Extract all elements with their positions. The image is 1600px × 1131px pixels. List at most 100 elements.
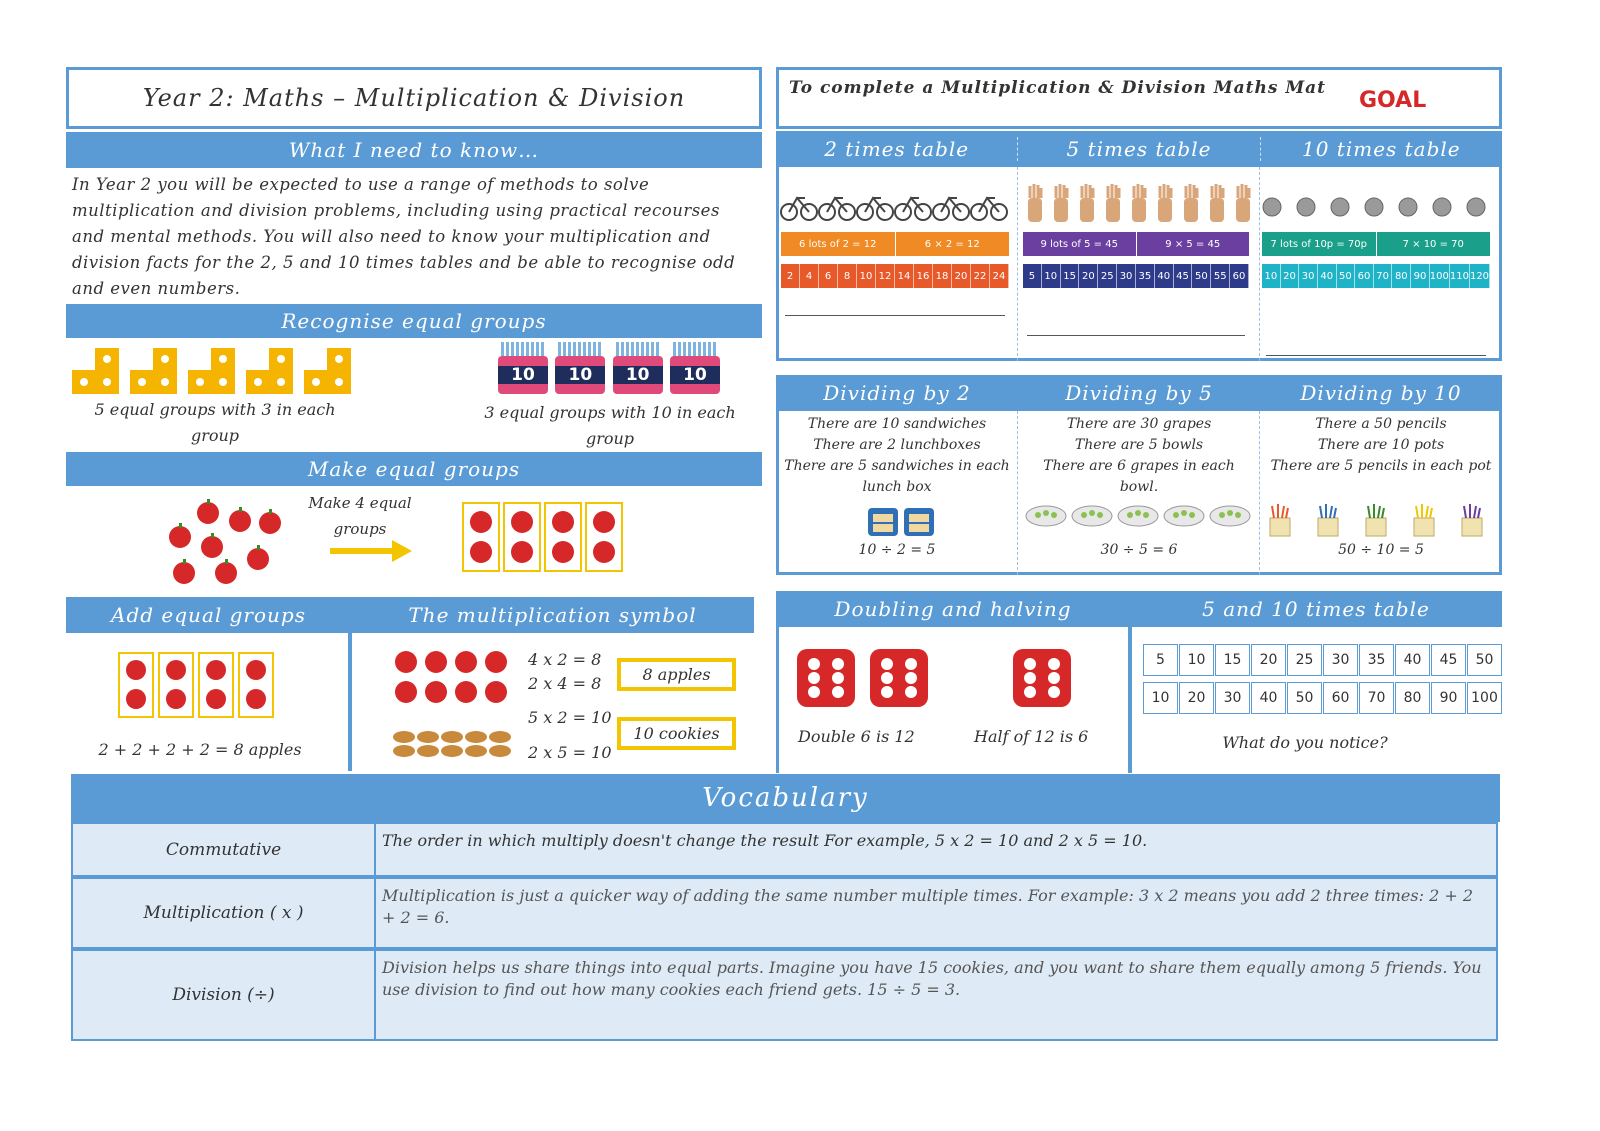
vocab-def-multiplication: Multiplication is just a quicker way of … bbox=[374, 877, 1498, 949]
symbol-eq4: 2 x 5 = 10 bbox=[528, 743, 612, 762]
symbol-eq2: 2 x 4 = 8 bbox=[528, 674, 602, 693]
t2-strip-number: 4 bbox=[800, 264, 819, 288]
t2-strip-number: 24 bbox=[990, 264, 1009, 288]
d10-heading: Dividing by 10 bbox=[1300, 381, 1462, 405]
d5-eq: 30 ÷ 5 = 6 bbox=[1100, 542, 1178, 558]
cake-icon: 10 bbox=[612, 342, 663, 394]
times-cell: 100 bbox=[1467, 682, 1502, 714]
t10-strip-number: 90 bbox=[1411, 264, 1430, 288]
times-cell: 70 bbox=[1359, 682, 1394, 714]
times-cell: 5 bbox=[1143, 644, 1178, 676]
t10-strip-number: 30 bbox=[1299, 264, 1318, 288]
t5-strip-number: 20 bbox=[1079, 264, 1099, 288]
t2-strip-number: 12 bbox=[876, 264, 895, 288]
d2-line: There are 5 sandwiches in each lunch box bbox=[784, 458, 1010, 495]
page-title: Year 2: Maths – Multiplication & Divisio… bbox=[142, 84, 686, 112]
div-divider-2 bbox=[1259, 411, 1260, 575]
t2-strip-number: 2 bbox=[781, 264, 800, 288]
d10-text: There a 50 pencils There are 10 pots The… bbox=[1266, 414, 1496, 477]
title-box: Year 2: Maths – Multiplication & Divisio… bbox=[66, 67, 762, 129]
t10-bar: 7 lots of 10p = 70p 7 × 10 = 70 bbox=[1262, 232, 1490, 256]
goal-logo: GOAL bbox=[1359, 88, 1427, 113]
vocab-def-division: Division helps us share things into equa… bbox=[374, 949, 1498, 1041]
times-cell: 60 bbox=[1323, 682, 1358, 714]
five-ten-heading: 5 and 10 times table bbox=[1130, 591, 1502, 627]
vocab-term-multiplication: Multiplication ( x ) bbox=[71, 877, 376, 949]
t10-numberline bbox=[1266, 336, 1486, 356]
t2-strip-number: 10 bbox=[857, 264, 876, 288]
times-cell: 50 bbox=[1287, 682, 1322, 714]
symbol-cookies bbox=[393, 731, 511, 757]
t2-strip-number: 14 bbox=[895, 264, 914, 288]
t10-strip-number: 60 bbox=[1355, 264, 1374, 288]
vocab-term-division: Division (÷) bbox=[71, 949, 376, 1041]
t5-strip-number: 60 bbox=[1230, 264, 1249, 288]
t2-bar: 6 lots of 2 = 12 6 × 2 = 12 bbox=[781, 232, 1009, 256]
times-cell: 10 bbox=[1179, 644, 1214, 676]
t5-strip-number: 50 bbox=[1192, 264, 1212, 288]
t5-bar: 9 lots of 5 = 45 9 × 5 = 45 bbox=[1023, 232, 1249, 256]
times-cell: 15 bbox=[1215, 644, 1250, 676]
t2-strip-number: 20 bbox=[952, 264, 971, 288]
cake-icon: 10 bbox=[555, 342, 606, 394]
d2-heading: Dividing by 2 bbox=[823, 381, 971, 405]
times-cell: 45 bbox=[1431, 644, 1466, 676]
t10-strip-number: 70 bbox=[1374, 264, 1393, 288]
t2-left: 6 lots of 2 = 12 bbox=[781, 232, 896, 256]
times-cell: 30 bbox=[1323, 644, 1358, 676]
arrow-right-icon bbox=[330, 540, 412, 562]
coins bbox=[1262, 197, 1486, 217]
times-tables-header: 2 times table 5 times table 10 times tab… bbox=[776, 131, 1502, 167]
symbol-box-apples: 8 apples bbox=[617, 658, 736, 691]
t5-strip-number: 40 bbox=[1155, 264, 1174, 288]
d10-line: There a 50 pencils bbox=[1315, 416, 1447, 432]
t5-strip-number: 30 bbox=[1117, 264, 1136, 288]
hands bbox=[1028, 184, 1251, 222]
loose-apples bbox=[169, 499, 281, 584]
times-cell: 40 bbox=[1395, 644, 1430, 676]
recognise-caption-right: 3 equal groups with 10 in each group bbox=[484, 403, 736, 448]
doubling-left-border bbox=[776, 627, 779, 773]
d5-text: There are 30 grapes There are 5 bowls Th… bbox=[1024, 414, 1254, 498]
d5-line: There are 30 grapes bbox=[1066, 416, 1212, 432]
t5-strip-number: 25 bbox=[1098, 264, 1118, 288]
t5-numberline bbox=[1027, 316, 1245, 336]
times-cell: 50 bbox=[1467, 644, 1502, 676]
cake-icon: 10 bbox=[669, 342, 720, 394]
d10-eq: 50 ÷ 10 = 5 bbox=[1338, 542, 1424, 558]
recognise-caption-left: 5 equal groups with 3 in each group bbox=[94, 400, 336, 445]
t2-strip-number: 22 bbox=[971, 264, 990, 288]
d5-line: There are 5 bowls bbox=[1074, 437, 1204, 453]
t10-strip-number: 20 bbox=[1281, 264, 1300, 288]
tables-divider-2 bbox=[1259, 167, 1260, 361]
symbol-apples bbox=[395, 651, 507, 703]
t5-left: 9 lots of 5 = 45 bbox=[1023, 232, 1137, 256]
symbol-box-cookies: 10 cookies bbox=[617, 717, 736, 750]
t5-strip-number: 10 bbox=[1042, 264, 1061, 288]
div-divider-1 bbox=[1017, 411, 1018, 575]
symbol-eq3: 5 x 2 = 10 bbox=[528, 708, 612, 727]
make-heading: Make equal groups bbox=[66, 452, 762, 486]
vocab-heading: Vocabulary bbox=[71, 774, 1500, 822]
t5-strip-number: 15 bbox=[1061, 264, 1080, 288]
t10-strip-number: 10 bbox=[1262, 264, 1281, 288]
t2-strip-number: 6 bbox=[819, 264, 838, 288]
dividing-header: Dividing by 2 Dividing by 5 Dividing by … bbox=[776, 375, 1502, 411]
add-border bbox=[348, 633, 352, 771]
t2-strip-number: 8 bbox=[838, 264, 857, 288]
d2-eq: 10 ÷ 2 = 5 bbox=[858, 542, 936, 558]
t10-strip-number: 50 bbox=[1337, 264, 1356, 288]
t5-strip-number: 35 bbox=[1136, 264, 1155, 288]
t5-right: 9 × 5 = 45 bbox=[1165, 238, 1221, 250]
t2-strip-number: 16 bbox=[914, 264, 933, 288]
add-sum: 2 + 2 + 2 + 2 = 8 apples bbox=[98, 740, 302, 759]
goal-box: To complete a Multiplication & Division … bbox=[776, 67, 1502, 129]
times-cell: 30 bbox=[1215, 682, 1250, 714]
t2-numberline bbox=[785, 296, 1005, 316]
t10-right: 7 × 10 = 70 bbox=[1402, 238, 1464, 250]
t10-strip-number: 80 bbox=[1392, 264, 1412, 288]
pencil-pots bbox=[1269, 504, 1483, 537]
add-heading: Add equal groups bbox=[66, 597, 351, 633]
t10-strip-number: 110 bbox=[1450, 264, 1470, 288]
half-text: Half of 12 is 6 bbox=[974, 727, 1089, 746]
